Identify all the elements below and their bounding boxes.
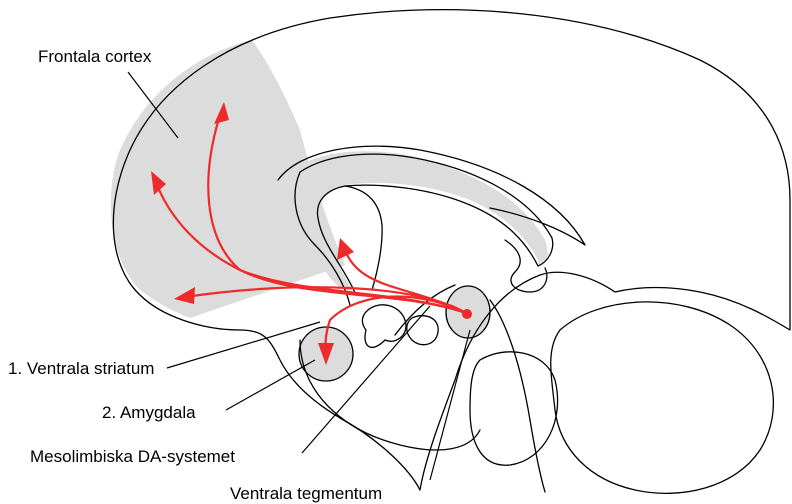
leader-ventral-striatum xyxy=(167,322,320,368)
label-amygdala: 2. Amygdala xyxy=(102,403,196,422)
label-ventral-tegmentum: Ventrala tegmentum xyxy=(230,484,382,503)
hypothalamus-shape xyxy=(407,316,438,345)
leader-amygdala xyxy=(226,360,315,410)
corpus-callosum-region xyxy=(299,151,548,290)
pons-outline xyxy=(470,352,558,465)
leader-ventral-tegmentum xyxy=(430,330,470,480)
arrowhead-septum xyxy=(337,238,354,260)
label-ventral-striatum: 1. Ventrala striatum xyxy=(8,359,154,378)
label-frontal-cortex: Frontala cortex xyxy=(38,47,152,66)
label-mesolimbic: Mesolimbiska DA-systemet xyxy=(30,447,235,466)
vta-origin-dot xyxy=(462,309,472,319)
cerebellum-outline xyxy=(551,302,774,493)
